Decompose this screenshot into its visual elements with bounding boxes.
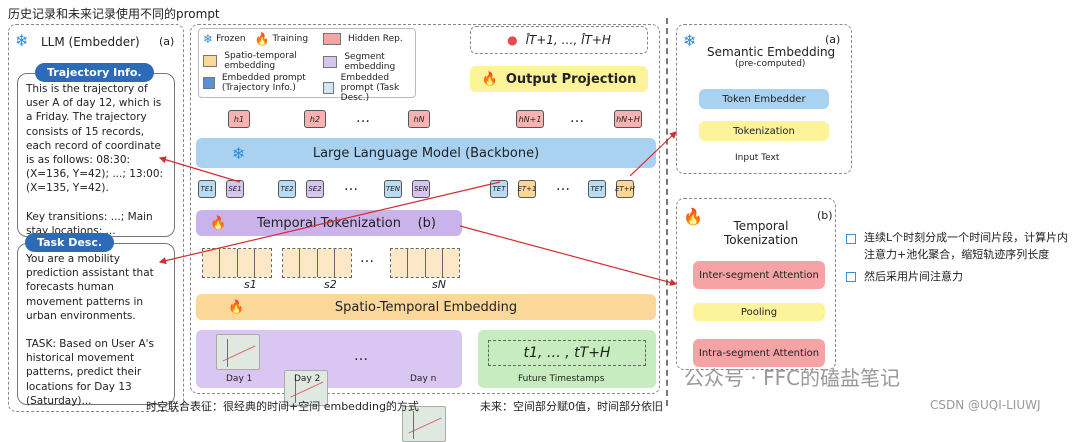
task-desc-label: Task Desc.: [25, 233, 115, 252]
output-formula: ● l̂T+1, …, l̂T+H: [470, 26, 648, 54]
hidden-rep: hN+H: [614, 110, 642, 128]
segment: [282, 248, 352, 278]
output-formula-text: l̂T+1, …, l̂T+H: [525, 33, 611, 47]
fire-icon: 🔥: [210, 215, 227, 231]
legend-hidden: Hidden Rep.: [348, 34, 403, 44]
token: ET+1: [517, 180, 537, 198]
token: TET: [490, 180, 508, 198]
day-label: Day 2: [294, 374, 321, 384]
snowflake-icon: ❄: [232, 143, 246, 163]
fire-icon: 🔥: [254, 32, 270, 46]
snowflake-icon: ❄: [683, 31, 697, 50]
token: ET+H: [615, 180, 635, 198]
inter-segment-attention: Inter-segment Attention: [693, 261, 825, 289]
output-projection: 🔥 Output Projection: [470, 66, 648, 92]
token-embedder: Token Embedder: [699, 89, 829, 109]
tt-title: Temporal Tokenization: [723, 219, 799, 247]
note-2: 然后采用片间注意力: [864, 270, 963, 283]
temporal-tok-tag: (b): [417, 215, 436, 231]
tt-tag: (b): [817, 209, 833, 222]
token: TEN: [384, 180, 402, 198]
arrow: [629, 131, 677, 177]
note-1: 连续L个时刻分成一个时间片段，计算片内注意力+池化聚合，缩短轨迹序列长度: [864, 231, 1069, 261]
legend-ep2: Embedded prompt (Task Desc.): [340, 73, 400, 103]
input-text: Input Text: [735, 153, 780, 163]
trajectory-info-label: Trajectory Info.: [35, 63, 154, 82]
token: SEN: [412, 180, 430, 198]
legend-training: Training: [272, 34, 309, 44]
tokenization: Tokenization: [699, 121, 829, 141]
header-note: 历史记录和未来记录使用不同的prompt: [8, 7, 220, 21]
pooling: Pooling: [693, 303, 825, 321]
intra-segment-attention: Intra-segment Attention: [693, 339, 825, 367]
output-projection-label: Output Projection: [505, 71, 637, 87]
llm-embedder-panel: ❄ LLM (Embedder) (a) This is the traject…: [8, 24, 184, 412]
legend-seg: Segment embedding: [344, 52, 396, 72]
checkbox[interactable]: [846, 272, 856, 282]
snowflake-icon: ❄: [15, 31, 29, 50]
token: SE2: [306, 180, 324, 198]
dots: …: [344, 178, 358, 194]
llm-backbone: ❄ Large Language Model (Backbone): [196, 138, 656, 168]
segment: [202, 248, 272, 278]
watermark-wechat: 公众号 · FFC的磕盐笔记: [684, 366, 901, 390]
location-pin-icon: ●: [507, 33, 518, 47]
token: TE1: [198, 180, 216, 198]
semantic-title: Semantic Embedding: [707, 45, 836, 59]
token: TE2: [278, 180, 296, 198]
hidden-rep: hN: [408, 110, 430, 128]
dots: …: [354, 348, 368, 364]
main-panel: [190, 24, 660, 394]
hidden-rep: hN+1: [516, 110, 544, 128]
legend: ❄Frozen 🔥Training Hidden Rep. Spatio-temp…: [198, 28, 416, 103]
panel-tag: (a): [159, 35, 175, 48]
bottom-note-left: 时空联合表征：很经典的时间+空间 embedding的方式: [146, 400, 419, 413]
dots: …: [570, 110, 584, 126]
fire-icon: 🔥: [228, 299, 245, 315]
fire-icon: 🔥: [481, 71, 498, 87]
task-desc-text: You are a mobility prediction assistant …: [17, 243, 175, 407]
segment-label: s1: [244, 278, 257, 291]
fire-icon: 🔥: [683, 207, 703, 226]
temporal-tokenization-bar: 🔥 Temporal Tokenization (b): [196, 210, 462, 236]
llm-label: Large Language Model (Backbone): [312, 145, 540, 161]
day-label: Day 1: [226, 374, 253, 384]
legend-ep1: Embedded prompt (Trajectory Info.): [221, 73, 306, 93]
temporal-tokenization-panel: 🔥 Temporal Tokenization (b) Inter-segmen…: [676, 198, 836, 370]
semantic-sub: (pre-computed): [735, 59, 806, 69]
temporal-tok-label: Temporal Tokenization: [257, 215, 401, 231]
segment-label: sN: [432, 278, 446, 291]
checkbox[interactable]: [846, 234, 856, 244]
snowflake-icon: ❄: [203, 32, 214, 46]
watermark-csdn: CSDN @UQI-LIUWJ: [930, 398, 1041, 412]
future-label: Future Timestamps: [518, 374, 605, 384]
dots: …: [356, 110, 370, 126]
future-timestamps: t1, … , tT+H Future Timestamps: [478, 330, 656, 388]
map-thumbnail: [216, 334, 260, 370]
divider: [666, 18, 668, 406]
spatio-temporal-embedding: 🔥 Spatio-Temporal Embedding: [196, 294, 656, 320]
dots: …: [360, 250, 374, 266]
arrow: [158, 156, 241, 183]
ste-label: Spatio-Temporal Embedding: [334, 299, 518, 315]
arrow: [158, 181, 501, 265]
bottom-note-right: 未来：空间部分赋0值，时间部分依旧: [480, 400, 663, 413]
map-thumbnail: [284, 370, 328, 406]
day-label: Day n: [410, 374, 437, 384]
arrows-overlay: [158, 131, 678, 286]
future-formula: t1, … , tT+H: [488, 340, 646, 366]
legend-frozen: Frozen: [216, 34, 246, 44]
hidden-rep: h2: [304, 110, 326, 128]
segment: [390, 248, 460, 278]
arrow: [459, 225, 678, 286]
panel-title: LLM (Embedder): [41, 35, 140, 49]
semantic-embedding-panel: ❄ Semantic Embedding (pre-computed) (a) …: [676, 24, 852, 174]
hidden-rep: h1: [228, 110, 250, 128]
segment-label: s2: [324, 278, 337, 291]
legend-st: Spatio-temporal embedding: [224, 51, 297, 71]
dots: …: [556, 178, 570, 194]
token: TET: [588, 180, 606, 198]
semantic-tag: (a): [825, 33, 841, 46]
